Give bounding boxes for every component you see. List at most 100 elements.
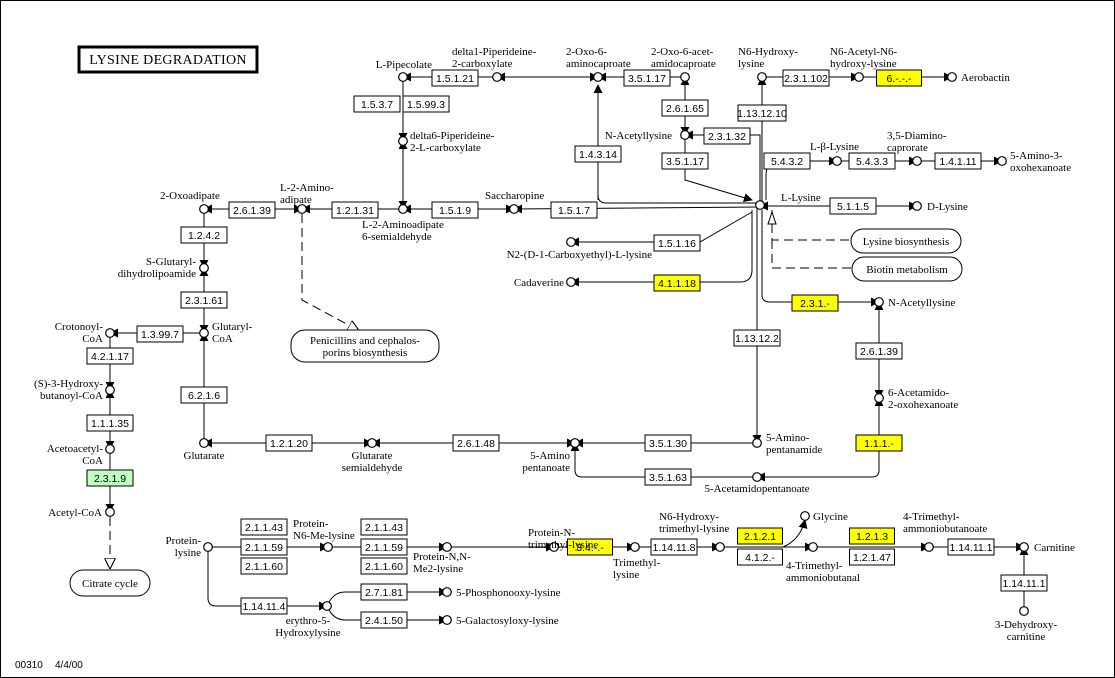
enzyme-box[interactable] xyxy=(653,274,701,292)
enzyme-box[interactable] xyxy=(849,548,895,566)
enzyme-box[interactable] xyxy=(452,434,500,452)
enzyme-e1131210[interactable]: 1.13.12.10 xyxy=(737,104,787,122)
enzyme-e1517[interactable]: 1.5.1.7 xyxy=(550,201,598,219)
compound-circle[interactable] xyxy=(199,263,209,273)
compound-circle[interactable] xyxy=(752,472,762,482)
enzyme-box[interactable] xyxy=(848,152,896,170)
compound-circle[interactable] xyxy=(566,237,576,247)
enzyme-e21143a[interactable]: 2.1.1.43 xyxy=(240,518,288,536)
enzyme-e1213[interactable]: 1.2.1.3 xyxy=(849,527,895,545)
compound-crotonoyl_coa[interactable]: Crotonoyl-CoA xyxy=(55,321,115,345)
compound-amino_oxohexanoate[interactable]: 5-Amino-3-oxohexanoate xyxy=(997,150,1072,174)
enzyme-box[interactable] xyxy=(855,342,903,360)
enzyme-box[interactable] xyxy=(947,538,995,556)
enzyme-box[interactable] xyxy=(855,434,903,452)
enzyme-box[interactable] xyxy=(550,201,598,219)
compound-acetamido_oxohexanoate[interactable]: 6-Acetamido-2-oxohexanoate xyxy=(874,387,959,411)
enzyme-e231102[interactable]: 2.3.1.102 xyxy=(782,69,830,87)
compound-circle[interactable] xyxy=(322,601,332,611)
enzyme-box[interactable] xyxy=(180,291,228,309)
enzyme-box[interactable] xyxy=(567,538,613,556)
enzyme-e114111b[interactable]: 1.14.11.1 xyxy=(1000,574,1048,592)
enzyme-box[interactable] xyxy=(737,548,783,566)
enzyme-box[interactable] xyxy=(402,95,450,113)
compound-circle[interactable] xyxy=(832,156,842,166)
map-link-citrate_cycle[interactable]: Citrate cycle xyxy=(69,569,151,597)
compound-circle[interactable] xyxy=(912,201,922,211)
enzyme-box[interactable] xyxy=(644,434,692,452)
compound-n_acetyllysine_right[interactable]: N-Acetyllysine xyxy=(874,297,956,309)
enzyme-box[interactable] xyxy=(733,329,781,347)
compound-n6_acetyl_n6_hydroxy_lysine[interactable]: N6-Acetyl-N6-hydroxy-lysine xyxy=(830,46,898,82)
compound-acetyl_coa[interactable]: Acetyl-CoA xyxy=(48,507,115,519)
enzyme-box[interactable] xyxy=(360,557,408,575)
compound-trimethylammoniobutanoate[interactable]: 4-Trimethyl-ammoniobutanoate xyxy=(903,511,987,552)
compound-circle[interactable] xyxy=(105,328,115,338)
compound-delta6_piperideine[interactable]: delta6-Piperideine-2-L-carboxylate xyxy=(398,130,495,154)
enzyme-box[interactable] xyxy=(782,69,830,87)
enzyme-e5115[interactable]: 5.1.1.5 xyxy=(829,197,877,215)
compound-circle[interactable] xyxy=(549,542,559,552)
enzyme-e21159a[interactable]: 2.1.1.59 xyxy=(240,538,288,556)
compound-circle[interactable] xyxy=(570,438,580,448)
compound-d_lysine[interactable]: D-Lysine xyxy=(912,201,968,213)
enzyme-e15993[interactable]: 1.5.99.3 xyxy=(402,95,450,113)
compound-phosphonooxy_lysine[interactable]: 5-Phosphonooxy-lysine xyxy=(442,587,561,599)
enzyme-e1537[interactable]: 1.5.3.7 xyxy=(353,95,401,113)
map-link-penicillins[interactable]: Penicillins and cephalos-porins biosynth… xyxy=(290,329,440,363)
enzyme-box[interactable] xyxy=(86,414,134,432)
enzyme-e1519[interactable]: 1.5.1.9 xyxy=(431,201,479,219)
enzyme-box[interactable] xyxy=(829,197,877,215)
enzyme-e41118[interactable]: 4.1.1.18 xyxy=(653,274,701,292)
compound-protein_n6_me_lysine[interactable]: Protein-N6-Me-lysine xyxy=(293,518,355,552)
enzyme-e12147[interactable]: 1.2.1.47 xyxy=(849,548,895,566)
compound-aerobactin[interactable]: Aerobactin xyxy=(947,72,1011,84)
enzyme-e6216[interactable]: 6.2.1.6 xyxy=(180,386,228,404)
compound-circle[interactable] xyxy=(800,511,810,521)
enzyme-box[interactable] xyxy=(737,104,787,122)
enzyme-e21160a[interactable]: 2.1.1.60 xyxy=(240,557,288,575)
compound-n6_hydroxy_lysine[interactable]: N6-Hydroxy-lysine xyxy=(738,46,798,82)
enzyme-box[interactable] xyxy=(574,145,622,163)
enzyme-box[interactable] xyxy=(661,152,709,170)
compound-l2_aminoadipate[interactable]: L-2-Amino-adipate xyxy=(280,182,334,214)
enzyme-e21159b[interactable]: 2.1.1.59 xyxy=(360,538,408,556)
enzyme-box[interactable] xyxy=(86,469,134,487)
enzyme-e111x[interactable]: 1.1.1.- xyxy=(855,434,903,452)
enzyme-box[interactable] xyxy=(644,468,692,486)
enzyme-box[interactable] xyxy=(360,611,408,629)
enzyme-box[interactable] xyxy=(703,127,751,145)
compound-oxoadipate[interactable]: 2-Oxoadipate xyxy=(160,190,220,214)
enzyme-box[interactable] xyxy=(265,434,313,452)
compound-circle[interactable] xyxy=(105,507,115,517)
enzyme-e2319[interactable]: 2.3.1.9 xyxy=(86,469,134,487)
enzyme-e26139a[interactable]: 2.6.1.39 xyxy=(228,201,276,219)
enzyme-e35163[interactable]: 3.5.1.63 xyxy=(644,468,692,486)
enzyme-e14111[interactable]: 1.4.1.11 xyxy=(934,152,982,170)
enzyme-e113122[interactable]: 1.13.12.2 xyxy=(733,329,781,347)
compound-hydroxybutanoyl_coa[interactable]: (S)-3-Hydroxy-butanoyl-CoA xyxy=(34,378,115,402)
enzyme-e15121[interactable]: 1.5.1.21 xyxy=(431,69,479,87)
enzyme-box[interactable] xyxy=(360,583,408,601)
enzyme-e34xx[interactable]: 3.4.-.- xyxy=(567,538,613,556)
compound-circle[interactable] xyxy=(593,72,603,82)
enzyme-box[interactable] xyxy=(240,538,288,556)
compound-circle[interactable] xyxy=(912,156,922,166)
enzyme-e21160b[interactable]: 2.1.1.60 xyxy=(360,557,408,575)
compound-acetoacetyl_coa[interactable]: Acetoacetyl-CoA xyxy=(47,443,115,467)
compound-protein_n_trimethyl_lysine[interactable]: Protein-N-trimethyl-lysine xyxy=(528,527,598,552)
enzyme-box[interactable] xyxy=(661,99,709,117)
compound-galactosyloxy_lysine[interactable]: 5-Galactosyloxy-lysine xyxy=(442,615,559,627)
compound-oxo6_aminocaproate[interactable]: 2-Oxo-6-aminocaproate xyxy=(566,46,631,82)
compound-glutarate[interactable]: Glutarate xyxy=(184,438,225,462)
compound-n6_hydroxy_trimethyl_lysine[interactable]: N6-Hydroxy-trimethyl-lysine xyxy=(659,511,729,552)
compound-circle[interactable] xyxy=(757,72,767,82)
compound-circle[interactable] xyxy=(398,72,408,82)
map-link-box[interactable] xyxy=(850,228,962,254)
enzyme-box[interactable] xyxy=(431,201,479,219)
compound-l_pipecolate[interactable]: L-Pipecolate xyxy=(376,59,432,82)
enzyme-box[interactable] xyxy=(360,518,408,536)
compound-delta1_piperideine[interactable]: delta1-Piperideine-2-carboxylate xyxy=(452,46,537,82)
compound-cadaverine[interactable]: Cadaverine xyxy=(514,277,576,289)
